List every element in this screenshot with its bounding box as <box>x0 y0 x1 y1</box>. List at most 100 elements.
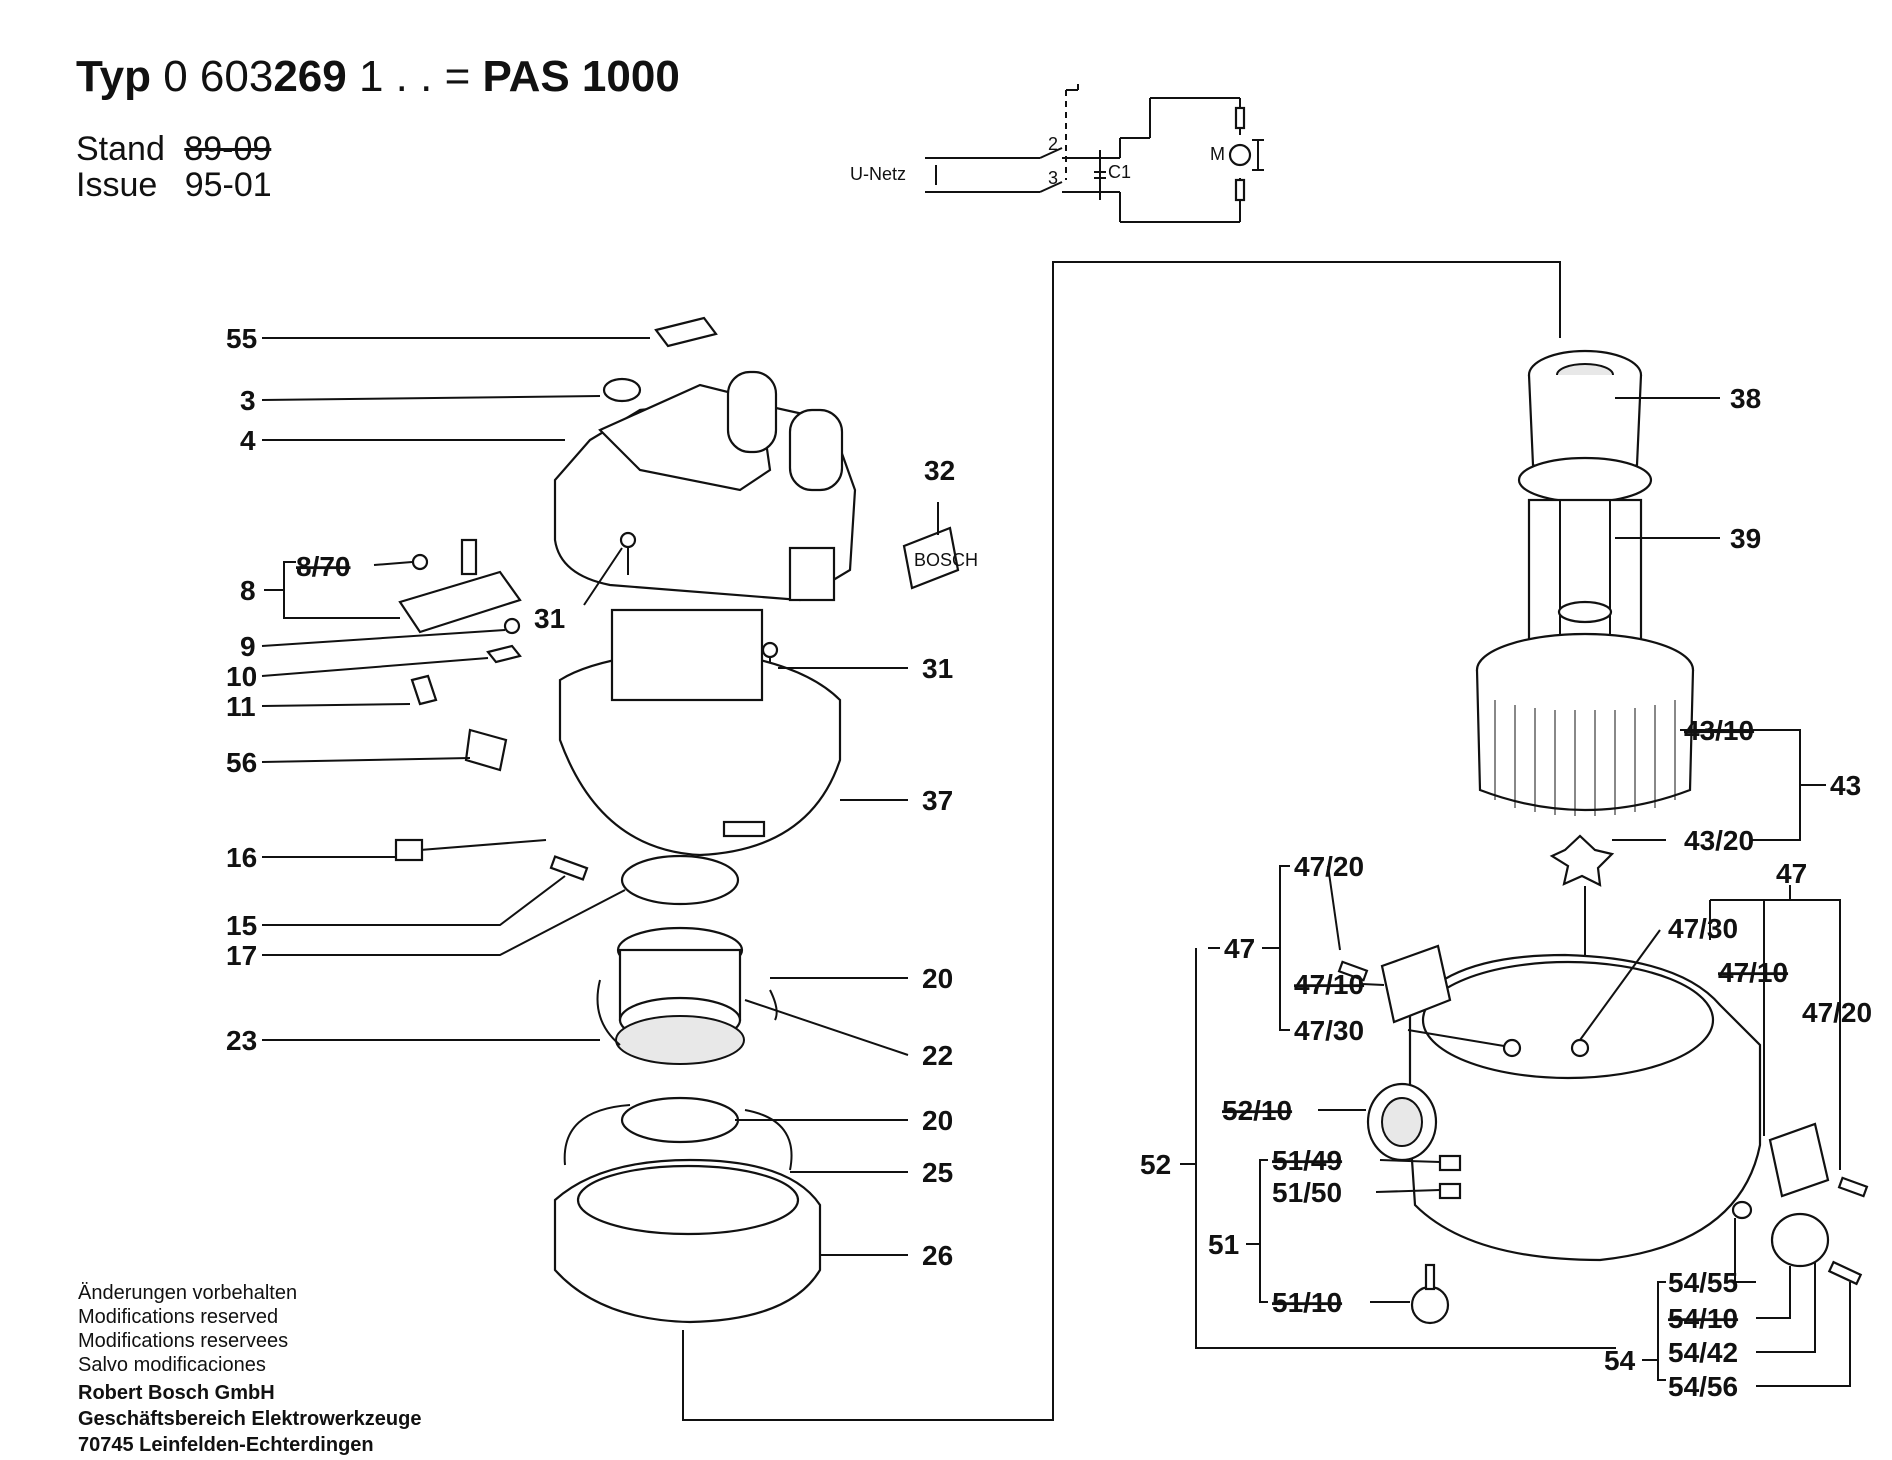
sticker-text: BOSCH <box>914 550 978 570</box>
callout-47-20b: 47/20 <box>1802 997 1872 1028</box>
callout-51-10: 51/10 <box>1272 1287 1342 1318</box>
callout-56: 56 <box>226 747 257 778</box>
callout-39: 39 <box>1730 523 1761 554</box>
callout-43-20: 43/20 <box>1684 825 1754 856</box>
footer-division: Geschäftsbereich Elektrowerkzeuge <box>78 1408 422 1430</box>
filter-cage-part <box>1527 498 1643 652</box>
callout-31b: 31 <box>922 653 953 684</box>
callout-32: 32 <box>924 455 955 486</box>
housing-window-part <box>788 546 836 602</box>
callout-54-55: 54/55 <box>1668 1267 1738 1298</box>
fitting-51-49-part <box>1438 1154 1462 1172</box>
filter-pleat-body-part <box>1475 669 1695 812</box>
knob-part <box>602 377 642 403</box>
screw-54-56-part <box>1827 1260 1863 1286</box>
callout-20a: 20 <box>922 963 953 994</box>
callout-25: 25 <box>922 1157 953 1188</box>
wiring-schematic: U-Netz 2 3 C1 M <box>850 84 1264 223</box>
power-cord-part <box>419 839 547 851</box>
screw-47-20a-part <box>1337 960 1369 982</box>
stand-line: Stand 89-09 <box>76 130 271 169</box>
supply-label: U-Netz <box>850 164 906 184</box>
callout-47-20a: 47/20 <box>1294 851 1364 882</box>
model-name: PAS 1000 <box>482 52 680 101</box>
left-leader-lines <box>261 337 939 1256</box>
callout-37: 37 <box>922 785 953 816</box>
ring-25b-part <box>744 1109 793 1171</box>
issue-value: 95-01 <box>184 166 272 204</box>
nut-47-30b-part <box>1570 1038 1590 1058</box>
callout-38: 38 <box>1730 383 1761 414</box>
footer-line-1: Änderungen vorbehalten <box>78 1282 298 1304</box>
typ-number-b: 269 <box>273 52 347 101</box>
right-callouts: 38 39 43/10 43 43/20 47/20 47 47/10 47/3… <box>1140 383 1872 1402</box>
callout-54-10: 54/10 <box>1668 1303 1738 1334</box>
left-callouts: 55 3 4 8/70 8 9 10 11 56 16 15 17 23 31 … <box>226 323 955 1271</box>
ring-20-part <box>620 1096 740 1144</box>
type-heading: Typ 0 603269 1 . . = PAS 1000 <box>76 52 680 102</box>
callout-8-70: 8/70 <box>296 551 351 582</box>
assembly-link-line <box>682 261 1561 1421</box>
callout-26: 26 <box>922 1240 953 1271</box>
ring-17-part <box>620 854 740 906</box>
callout-47b: 47 <box>1776 858 1807 889</box>
plug-part <box>394 838 424 862</box>
callout-47-30a: 47/30 <box>1294 1015 1364 1046</box>
typ-number-a: 0 603 <box>163 52 274 101</box>
screw-31b-part <box>761 641 779 659</box>
callout-54-56: 54/56 <box>1668 1371 1738 1402</box>
fitting-51-50-part <box>1438 1182 1462 1200</box>
callout-51-49: 51/49 <box>1272 1145 1342 1176</box>
callout-9: 9 <box>240 631 256 662</box>
callout-47-10b: 47/10 <box>1718 957 1788 988</box>
callout-22: 22 <box>922 1040 953 1071</box>
tube-right-part <box>788 408 844 492</box>
sheet-11-part <box>410 674 438 706</box>
motor-cylinder-part <box>610 608 764 702</box>
filter-cage-hub-part <box>1557 600 1613 624</box>
callout-4: 4 <box>240 425 256 456</box>
typ-label: Typ <box>76 52 151 101</box>
motor-head-assembly: BOSCH <box>394 316 978 1324</box>
clip-23-part <box>596 979 621 1046</box>
tube-left-part <box>726 370 778 454</box>
right-leader-lines <box>1180 397 1851 1387</box>
screw-9-part <box>503 617 521 635</box>
callout-20b: 20 <box>922 1105 953 1136</box>
carbon-brush-part <box>549 855 589 881</box>
nut-47-30a-part <box>1502 1038 1522 1058</box>
washer-54-55-part <box>1731 1200 1753 1220</box>
stand-label: Stand <box>76 130 165 168</box>
footer-company: Robert Bosch GmbH <box>78 1382 275 1404</box>
callout-8: 8 <box>240 575 256 606</box>
issue-label: Issue <box>76 166 158 204</box>
switch-module-part <box>398 570 522 634</box>
wheel-54-42-part <box>1770 1212 1830 1268</box>
callout-43-10: 43/10 <box>1684 715 1754 746</box>
callout-17: 17 <box>226 940 257 971</box>
footer-line-3: Modifications reservees <box>78 1330 289 1352</box>
ring-25a-part <box>563 1104 631 1166</box>
clamp-part <box>486 644 522 664</box>
callout-52-10: 52/10 <box>1222 1095 1292 1126</box>
typ-suffix: 1 . . = <box>358 52 471 101</box>
callout-47-30b: 47/30 <box>1668 913 1738 944</box>
sheet-56-part <box>464 728 508 772</box>
sticker-part <box>902 526 960 590</box>
footer-address: 70745 Leinfelden-Echterdingen <box>78 1434 374 1456</box>
caster-stem-part <box>1424 1263 1436 1291</box>
callout-52: 52 <box>1140 1149 1171 1180</box>
callout-11: 11 <box>226 691 256 722</box>
callout-3: 3 <box>240 385 256 416</box>
filter-ring-part <box>1517 456 1653 504</box>
footer-line-4: Salvo modificaciones <box>78 1354 266 1376</box>
callout-54-42: 54/42 <box>1668 1337 1738 1368</box>
callout-15: 15 <box>226 910 257 941</box>
tank-opening-part <box>1421 960 1715 1080</box>
latch-left-part <box>1380 944 1452 1024</box>
stand-value: 89-09 <box>184 130 272 168</box>
screw-31a-part <box>619 531 637 549</box>
callout-47-10a: 47/10 <box>1294 969 1364 1000</box>
capacitor-label: C1 <box>1108 162 1131 182</box>
